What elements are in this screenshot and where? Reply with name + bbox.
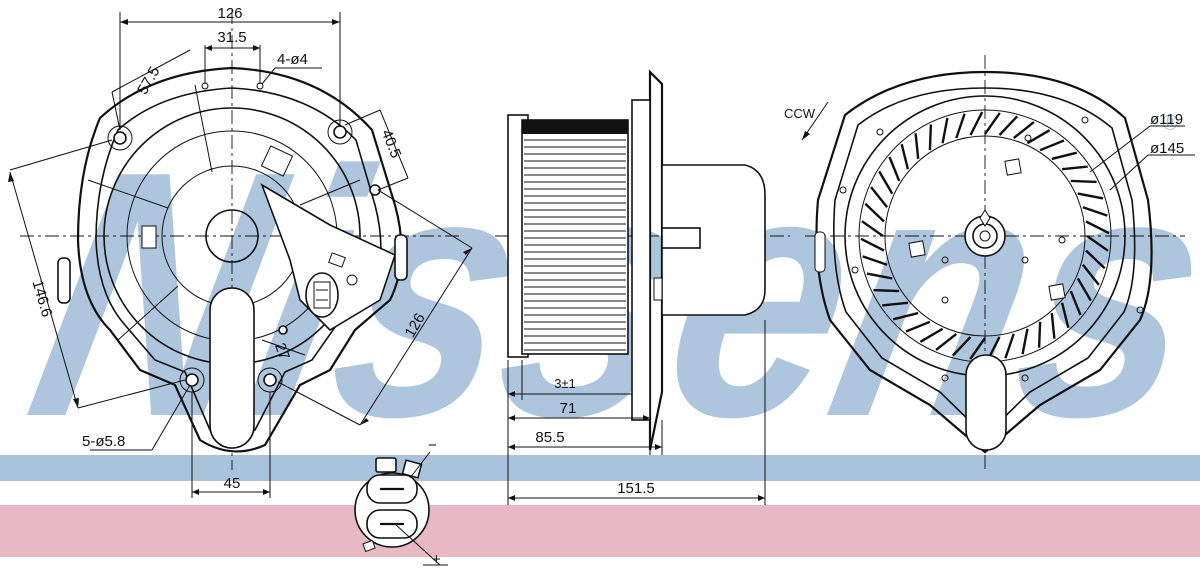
dim-bottom-width: 45 xyxy=(224,475,241,492)
blue-band xyxy=(0,455,1200,481)
dim-outer-diameter: ø145 xyxy=(1150,140,1184,157)
pink-band xyxy=(0,505,1200,557)
dim-holes-large: 5-ø5.8 xyxy=(82,433,125,450)
dim-total: 151.5 xyxy=(617,480,655,497)
dim-depth-2: 85.5 xyxy=(535,429,564,446)
dim-width-top: 126 xyxy=(217,5,242,22)
dim-inner-diameter: ø119 xyxy=(1150,111,1183,128)
registered-mark: ® xyxy=(1162,110,1178,135)
dim-holes-small: 4-ø4 xyxy=(277,51,308,68)
electrical-connector: − + xyxy=(354,437,448,568)
dim-hole-gap: 27 xyxy=(271,341,293,362)
connector-minus-label: − xyxy=(428,437,437,454)
rotation-label: CCW xyxy=(784,106,816,121)
dim-gap: 3±1 xyxy=(554,376,576,391)
dim-depth-1: 71 xyxy=(560,400,577,417)
blower-motor-side-view: 3±1 71 85.5 151.5 xyxy=(495,69,790,505)
fan-wheel-rear-view: CCW ø119 ø145 xyxy=(784,55,1195,470)
dim-angle-left: 57.5 xyxy=(134,64,163,98)
connector-plus-label: + xyxy=(432,551,441,568)
dim-hole-offset: 31.5 xyxy=(217,29,246,46)
